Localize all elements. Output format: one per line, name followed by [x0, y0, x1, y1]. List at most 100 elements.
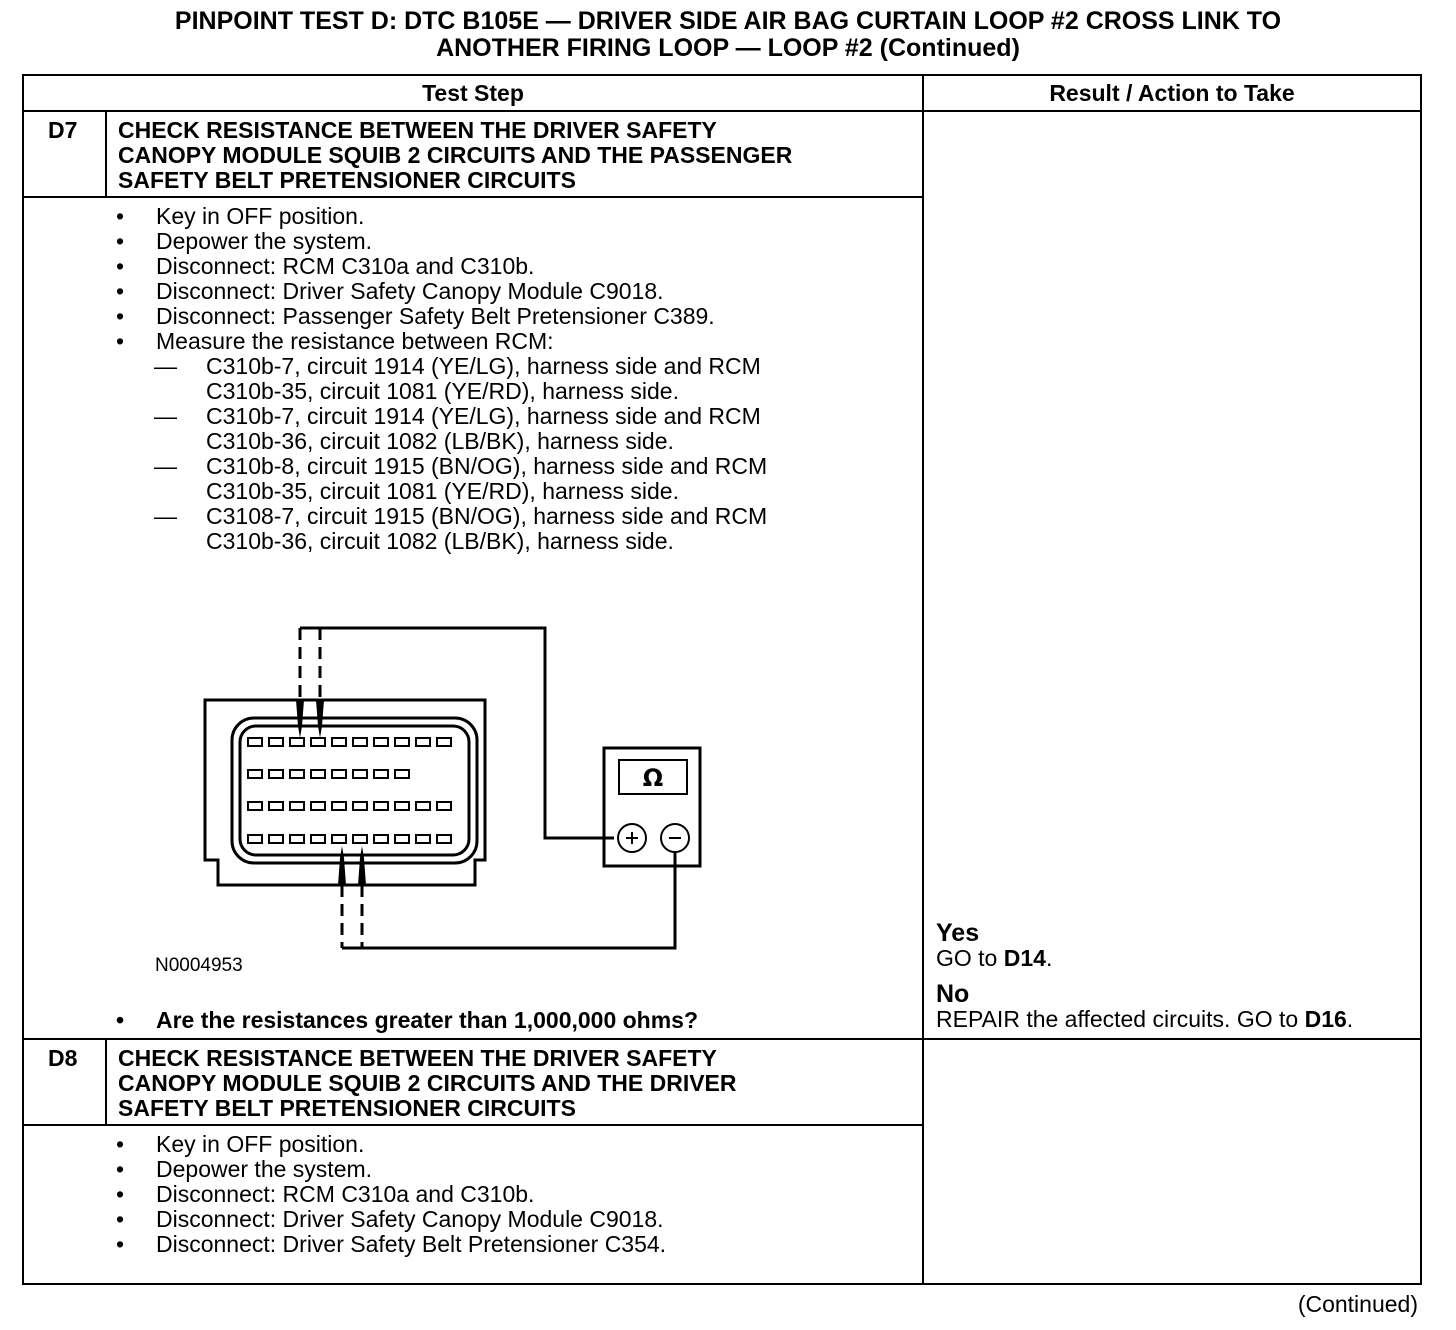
- bullet: •: [116, 1181, 125, 1207]
- header-result-action: Result / Action to Take: [1049, 80, 1295, 106]
- pin-cavity: [331, 769, 347, 779]
- pin-cavity: [310, 801, 326, 811]
- ohmmeter-body: [602, 746, 702, 868]
- list-item: • Disconnect: RCM C310a and C310b.: [116, 1182, 666, 1207]
- column-divider: [922, 76, 924, 1283]
- pin-cavity: [436, 801, 452, 811]
- list-item-text: Depower the system.: [156, 228, 373, 254]
- yes-label: Yes: [936, 919, 980, 947]
- d8-instruction-list: • Key in OFF position. • Depower the syste…: [116, 1132, 666, 1257]
- pin-cavity: [247, 737, 263, 747]
- page-title-line-1: PINPOINT TEST D: DTC B105E — DRIVER SIDE…: [174, 7, 1282, 35]
- bullet: •: [116, 328, 125, 354]
- probe-lead-top-dashed: [298, 628, 322, 700]
- continued-note: (Continued): [1297, 1291, 1418, 1317]
- d7-title-divider: [24, 196, 922, 198]
- list-item-text: Disconnect: RCM C310a and C310b.: [156, 1181, 535, 1207]
- d7-title-line: CHECK RESISTANCE BETWEEN THE DRIVER SAFE…: [118, 117, 717, 143]
- probe-lead-bottom-solid: [362, 852, 677, 950]
- list-item-text: Disconnect: Driver Safety Belt Pretensio…: [156, 1231, 667, 1257]
- sub-item: — C310b-7, circuit 1914 (YE/LG), harness …: [116, 404, 767, 454]
- pinpoint-test-table: Test Step Result / Action to Take D7 CHE…: [22, 74, 1422, 1285]
- connector-face-inner: [238, 724, 471, 857]
- list-item: • Depower the system.: [116, 1157, 666, 1182]
- list-item: • Disconnect: Driver Safety Canopy Module…: [116, 279, 767, 304]
- list-item: • Disconnect: Passenger Safety Belt Prete…: [116, 304, 767, 329]
- pin-cavity: [394, 737, 410, 747]
- d8-title-divider: [24, 1124, 922, 1126]
- d7-title-line: SAFETY BELT PRETENSIONER CIRCUITS: [118, 167, 576, 193]
- probe-lead-top-solid: [320, 626, 614, 840]
- sub-item-line: C310b-35, circuit 1081 (YE/RD), harness …: [206, 378, 679, 404]
- d7-step-id: D7: [48, 117, 78, 143]
- pin-cavity: [268, 737, 284, 747]
- pin-cavity: [394, 834, 410, 844]
- pin-cavity: [436, 834, 452, 844]
- list-item: • Disconnect: Driver Safety Belt Pretensi…: [116, 1232, 666, 1257]
- list-item-text: Key in OFF position.: [156, 203, 365, 229]
- dash: —: [154, 403, 177, 429]
- list-item-text: Key in OFF position.: [156, 1131, 365, 1157]
- probe-tip-bottom-right: [358, 846, 366, 885]
- dash: —: [154, 453, 177, 479]
- sub-item-line: C310b-8, circuit 1915 (BN/OG), harness s…: [206, 453, 768, 479]
- bullet: •: [116, 303, 125, 329]
- pin-cavity: [394, 769, 410, 779]
- pin-cavity: [310, 769, 326, 779]
- pin-cavity: [373, 769, 389, 779]
- d7-question: • Are the resistances greater than 1,000,…: [116, 1008, 698, 1033]
- bullet: •: [116, 1156, 125, 1182]
- no-step-ref: D16: [1304, 1006, 1347, 1032]
- d7-id-divider: [105, 112, 107, 198]
- yes-action-end: .: [1045, 945, 1053, 971]
- header-divider: [24, 110, 1420, 112]
- d8-title-line: SAFETY BELT PRETENSIONER CIRCUITS: [118, 1095, 576, 1121]
- sub-item: —C310b-7, circuit 1914 (YE/LG), harness …: [116, 354, 767, 404]
- dash: —: [154, 503, 177, 529]
- pin-cavity: [352, 834, 368, 844]
- pin-cavity: [268, 769, 284, 779]
- pin-cavity: [373, 737, 389, 747]
- d7-instruction-list: • Key in OFF position. • Depower the syste…: [116, 204, 767, 554]
- bullet: •: [116, 1206, 125, 1232]
- bullet: •: [116, 278, 125, 304]
- pin-cavity: [394, 801, 410, 811]
- pin-cavity: [352, 801, 368, 811]
- list-item-text: Disconnect: RCM C310a and C310b.: [156, 253, 535, 279]
- dash: —: [154, 353, 177, 379]
- ohmmeter-negative-terminal: [660, 823, 690, 853]
- list-item-text: Disconnect: Driver Safety Canopy Module …: [156, 278, 664, 304]
- d8-step-id: D8: [48, 1045, 78, 1071]
- sub-item-line: C310b-36, circuit 1082 (LB/BK), harness …: [206, 528, 674, 554]
- bullet: •: [116, 1231, 125, 1257]
- pin-cavity: [331, 834, 347, 844]
- d8-id-divider: [105, 1040, 107, 1126]
- pin-cavity: [247, 769, 263, 779]
- bullet: •: [116, 1007, 125, 1033]
- d7-question-text: Are the resistances greater than 1,000,0…: [156, 1007, 699, 1033]
- yes-action: GO to D14.: [936, 946, 1052, 971]
- list-item: •Measure the resistance between RCM:: [116, 329, 767, 354]
- no-action-text: REPAIR the affected circuits. GO to: [936, 1006, 1305, 1032]
- pin-cavity: [352, 737, 368, 747]
- ohmmeter-positive-terminal: [617, 823, 647, 853]
- bullet: •: [116, 203, 125, 229]
- pin-cavity: [247, 801, 263, 811]
- probe-lead-bottom-dashed: [340, 885, 364, 948]
- page-title: PINPOINT TEST D: DTC B105E — DRIVER SIDE…: [0, 8, 1456, 62]
- d7-title-line: CANOPY MODULE SQUIB 2 CIRCUITS AND THE P…: [118, 142, 793, 168]
- pin-cavity: [310, 737, 326, 747]
- pin-cavity: [415, 801, 431, 811]
- d7-step-title: CHECK RESISTANCE BETWEEN THE DRIVER SAFE…: [118, 118, 792, 193]
- bullet: •: [116, 228, 125, 254]
- list-item-text: Depower the system.: [156, 1156, 373, 1182]
- probe-tip-top-left: [296, 700, 304, 738]
- bullet: •: [116, 253, 125, 279]
- connector-housing: [203, 698, 487, 887]
- sub-item-line: C310b-7, circuit 1914 (YE/LG), harness s…: [206, 403, 761, 429]
- pin-cavity: [373, 801, 389, 811]
- list-item-text: Disconnect: Passenger Safety Belt Preten…: [156, 303, 715, 329]
- pin-cavity: [268, 834, 284, 844]
- d8-step-title: CHECK RESISTANCE BETWEEN THE DRIVER SAFE…: [118, 1046, 737, 1121]
- connector-pins: [247, 737, 452, 844]
